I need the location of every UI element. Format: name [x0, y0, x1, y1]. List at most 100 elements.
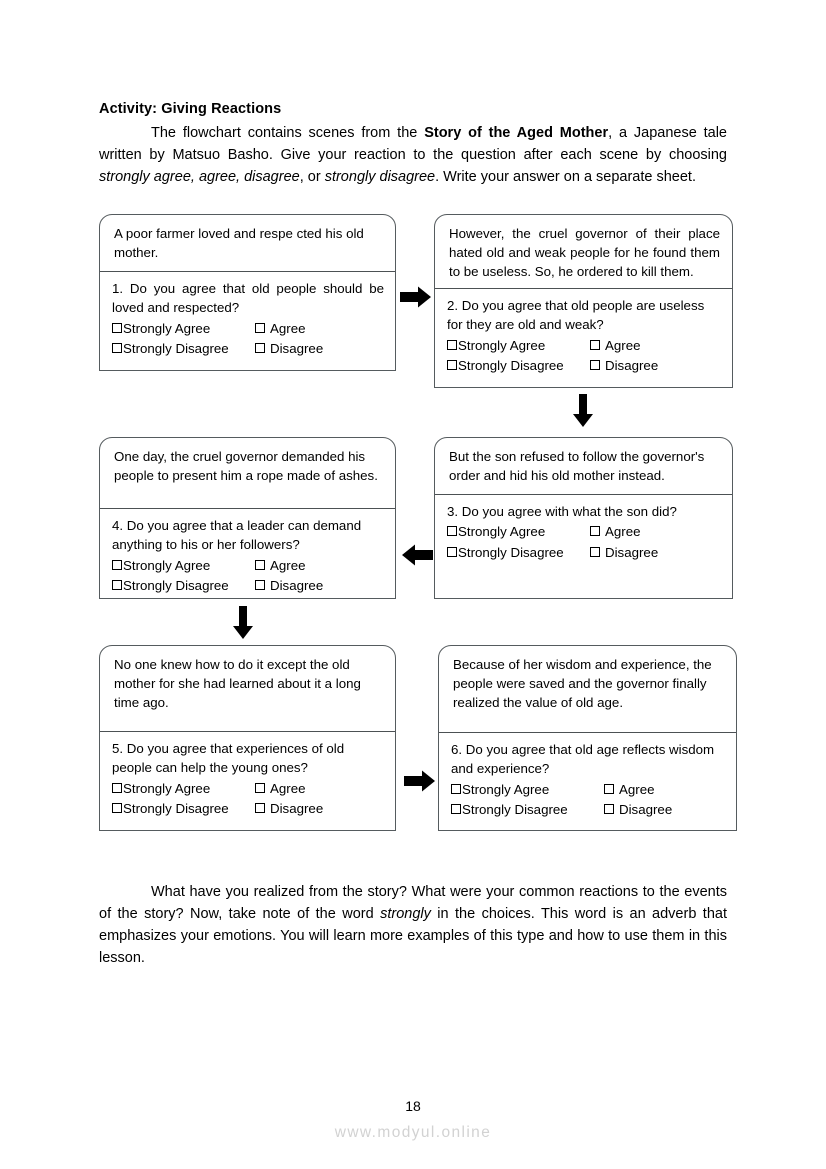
checkbox-icon[interactable]	[590, 339, 600, 350]
scene-text-4: But the son refused to follow the govern…	[449, 449, 705, 484]
option-agree[interactable]: Agree	[255, 319, 305, 338]
option-row-agree: Strongly Agree Agree	[112, 779, 384, 798]
question-block-3: 4. Do you agree that a leader can demand…	[100, 509, 395, 604]
option-row-agree: Strongly Agree Agree	[451, 780, 725, 799]
checkbox-icon[interactable]	[604, 783, 614, 794]
option-disagree[interactable]: Disagree	[604, 800, 672, 819]
option-disagree[interactable]: Disagree	[255, 339, 323, 358]
question-block-4: 3. Do you agree with what the son did? S…	[435, 495, 732, 570]
checkbox-icon[interactable]	[604, 804, 614, 815]
question-block-5: 5. Do you agree that experiences of old …	[100, 732, 395, 827]
option-disagree[interactable]: Disagree	[590, 356, 658, 375]
option-strongly-agree[interactable]: Strongly Agree	[447, 522, 590, 541]
option-strongly-disagree[interactable]: Strongly Disagree	[451, 800, 604, 819]
option-label: Disagree	[605, 544, 659, 560]
option-agree[interactable]: Agree	[590, 522, 640, 541]
scene-text-5: No one knew how to do it except the old …	[114, 657, 361, 711]
option-label: Strongly Agree	[123, 780, 211, 796]
arrow-left-box4-to-box3	[401, 543, 433, 567]
checkbox-icon[interactable]	[447, 360, 457, 371]
option-disagree[interactable]: Disagree	[255, 576, 323, 595]
box-divider	[100, 731, 395, 732]
flow-box-5: No one knew how to do it except the old …	[99, 645, 396, 831]
checkbox-icon[interactable]	[590, 546, 600, 557]
option-label: Strongly Agree	[123, 320, 211, 336]
option-agree[interactable]: Agree	[604, 780, 654, 799]
checkbox-icon[interactable]	[255, 580, 265, 591]
checkbox-icon[interactable]	[112, 559, 122, 570]
option-row-disagree: Strongly Disagree Disagree	[112, 339, 384, 358]
checkbox-icon[interactable]	[255, 322, 265, 333]
scene-text-1: A poor farmer loved and respe cted his o…	[114, 226, 364, 261]
option-strongly-disagree[interactable]: Strongly Disagree	[112, 576, 255, 595]
checkbox-icon[interactable]	[112, 322, 122, 333]
option-label: Agree	[619, 781, 655, 797]
option-row-agree: Strongly Agree Agree	[447, 336, 721, 355]
question-text-6: 6. Do you agree that old age reflects wi…	[451, 742, 715, 777]
checkbox-icon[interactable]	[447, 339, 457, 350]
option-label: Strongly Disagree	[123, 801, 229, 817]
page-title: Activity: Giving Reactions	[99, 101, 282, 117]
checkbox-icon[interactable]	[590, 526, 600, 537]
checkbox-icon[interactable]	[590, 360, 600, 371]
option-label: Strongly Disagree	[123, 578, 229, 594]
option-label: Disagree	[270, 578, 324, 594]
intro-section: Activity: Giving Reactions The flowchart…	[99, 100, 727, 188]
arrow-down-box2-to-box4	[571, 394, 595, 428]
option-row-disagree: Strongly Disagree Disagree	[112, 799, 384, 818]
checkbox-icon[interactable]	[255, 782, 265, 793]
flow-box-3: One day, the cruel governor demanded his…	[99, 437, 396, 599]
question-text-5: 5. Do you agree that experiences of old …	[112, 741, 345, 776]
option-strongly-disagree[interactable]: Strongly Disagree	[447, 356, 590, 375]
checkbox-icon[interactable]	[255, 559, 265, 570]
option-disagree[interactable]: Disagree	[255, 799, 323, 818]
checkbox-icon[interactable]	[451, 783, 461, 794]
question-block-6: 6. Do you agree that old age reflects wi…	[439, 733, 736, 828]
option-strongly-agree[interactable]: Strongly Agree	[447, 336, 590, 355]
option-strongly-agree[interactable]: Strongly Agree	[112, 319, 255, 338]
option-strongly-disagree[interactable]: Strongly Disagree	[112, 339, 255, 358]
checkbox-icon[interactable]	[255, 803, 265, 814]
option-label: Strongly Agree	[462, 781, 550, 797]
scene-text-6: Because of her wisdom and experience, th…	[453, 657, 712, 711]
arrow-right-box5-to-box6	[404, 769, 436, 793]
option-label: Strongly Disagree	[123, 341, 229, 357]
option-strongly-agree[interactable]: Strongly Agree	[112, 556, 255, 575]
arrow-down-icon	[233, 606, 253, 639]
question-block-2: 2. Do you agree that old people are usel…	[435, 289, 732, 384]
option-label: Disagree	[270, 801, 324, 817]
flow-box-1: A poor farmer loved and respe cted his o…	[99, 214, 396, 371]
flow-box-6: Because of her wisdom and experience, th…	[438, 645, 737, 831]
option-label: Strongly Disagree	[458, 358, 564, 374]
option-row-disagree: Strongly Disagree Disagree	[112, 576, 384, 595]
checkbox-icon[interactable]	[447, 526, 457, 537]
option-row-agree: Strongly Agree Agree	[112, 556, 384, 575]
option-strongly-agree[interactable]: Strongly Agree	[112, 779, 255, 798]
checkbox-icon[interactable]	[112, 343, 122, 354]
arrow-right-icon	[404, 770, 435, 792]
checkbox-icon[interactable]	[447, 546, 457, 557]
closing-paragraph: What have you realized from the story? W…	[99, 883, 727, 966]
option-agree[interactable]: Agree	[255, 556, 305, 575]
checkbox-icon[interactable]	[255, 343, 265, 354]
option-strongly-agree[interactable]: Strongly Agree	[451, 780, 604, 799]
option-strongly-disagree[interactable]: Strongly Disagree	[112, 799, 255, 818]
checkbox-icon[interactable]	[112, 782, 122, 793]
arrow-down-icon	[573, 394, 593, 427]
option-agree[interactable]: Agree	[255, 779, 305, 798]
option-label: Strongly Agree	[458, 524, 546, 540]
checkbox-icon[interactable]	[112, 580, 122, 591]
checkbox-icon[interactable]	[112, 803, 122, 814]
box-divider	[435, 288, 732, 289]
option-agree[interactable]: Agree	[590, 336, 640, 355]
page-number: 18	[405, 1098, 421, 1114]
option-label: Agree	[270, 557, 306, 573]
option-label: Disagree	[270, 341, 324, 357]
box-divider	[100, 508, 395, 509]
option-label: Disagree	[619, 802, 673, 818]
arrow-right-icon	[400, 286, 431, 308]
option-strongly-disagree[interactable]: Strongly Disagree	[447, 543, 590, 562]
checkbox-icon[interactable]	[451, 804, 461, 815]
option-disagree[interactable]: Disagree	[590, 543, 658, 562]
box-divider	[100, 271, 395, 272]
